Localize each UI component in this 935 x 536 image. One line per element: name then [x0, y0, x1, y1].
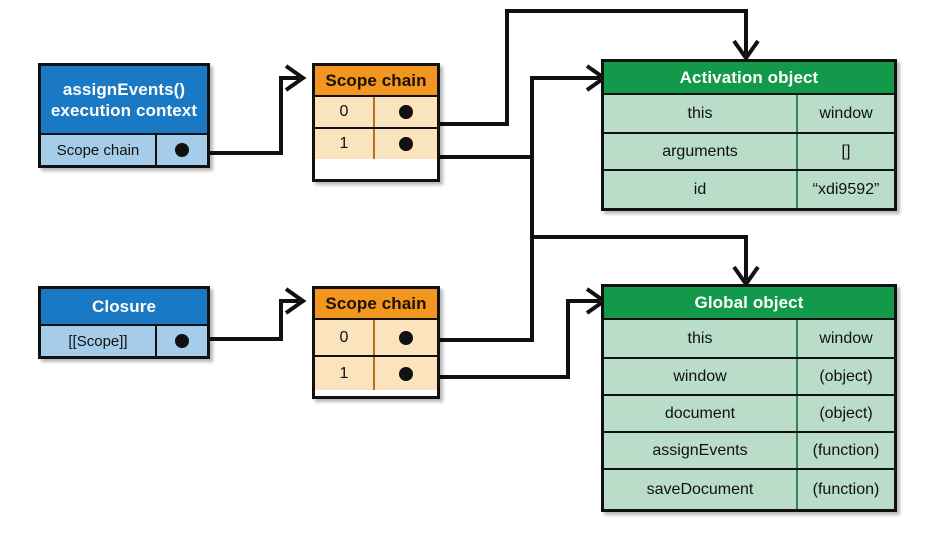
execution-context-title-line1: assignEvents() [62, 79, 186, 99]
activation-object-box: Activation object this window arguments … [601, 59, 897, 211]
edge-bottom1-to-global-left [404, 299, 600, 379]
arrowhead-scopechain-bottom [284, 287, 307, 315]
scope-chain-top-box: Scope chain 0 1 [312, 63, 440, 182]
execution-context-header: assignEvents() execution context [41, 66, 207, 135]
global-object-box: Global object this window window (object… [601, 284, 897, 512]
scope-chain-bottom-index-1: 1 [315, 357, 375, 390]
closure-row-pointer [157, 326, 207, 356]
scope-chain-top-pointer-1 [375, 129, 437, 159]
activation-object-key-this: this [604, 95, 798, 132]
arrowhead-scopechain-top [284, 64, 307, 92]
edge-top0-to-activation-top [404, 9, 748, 126]
scope-chain-top-pointer-0 [375, 97, 437, 127]
activation-object-header: Activation object [604, 62, 894, 95]
table-row: assignEvents (function) [604, 431, 894, 468]
closure-header: Closure [41, 289, 207, 326]
arrowhead-activation-top [732, 39, 760, 62]
table-row: saveDocument (function) [604, 468, 894, 509]
edge-closure-to-scopechain-bottom [187, 299, 299, 341]
scope-chain-top-header: Scope chain [315, 66, 437, 97]
scope-chain-top-index-1: 1 [315, 129, 375, 159]
global-object-value-window: (object) [819, 367, 873, 385]
edge-context-to-scopechain-top [187, 76, 299, 155]
table-row: arguments [] [604, 132, 894, 169]
table-row: id “xdi9592” [604, 169, 894, 208]
table-row: 0 [315, 320, 437, 355]
global-object-key-document: document [604, 396, 798, 431]
closure-box: Closure [[Scope]] [38, 286, 210, 359]
table-row: [[Scope]] [41, 326, 207, 356]
table-row: window (object) [604, 357, 894, 394]
pointer-dot-icon [399, 330, 413, 345]
table-row: 1 [315, 127, 437, 159]
activation-object-key-arguments: arguments [604, 134, 798, 169]
table-row: document (object) [604, 394, 894, 431]
pointer-dot-icon [399, 105, 413, 119]
scope-chain-bottom-box: Scope chain 0 1 [312, 286, 440, 399]
table-row: this window [604, 95, 894, 132]
global-object-value-this: window [819, 329, 873, 347]
global-object-header: Global object [604, 287, 894, 320]
global-object-value-assignEvents: (function) [812, 441, 880, 459]
pointer-dot-icon [399, 137, 413, 151]
activation-object-value-this: window [819, 104, 873, 122]
execution-context-row-key: Scope chain [41, 135, 157, 165]
scope-chain-bottom-pointer-1 [375, 357, 437, 390]
pointer-dot-icon [399, 366, 413, 381]
execution-context-title-line2: execution context [50, 100, 198, 120]
global-object-key-saveDocument: saveDocument [604, 470, 798, 509]
activation-object-value-arguments: [] [841, 142, 851, 160]
global-object-key-assignEvents: assignEvents [604, 433, 798, 468]
table-row: this window [604, 320, 894, 357]
scope-chain-bottom-header: Scope chain [315, 289, 437, 320]
table-row: 0 [315, 97, 437, 127]
global-object-value-saveDocument: (function) [812, 480, 880, 498]
pointer-dot-icon [175, 143, 189, 157]
global-object-value-document: (object) [819, 404, 873, 422]
global-object-key-this: this [604, 320, 798, 357]
table-row: Scope chain [41, 135, 207, 165]
scope-chain-top-index-0: 0 [315, 97, 375, 127]
activation-object-value-id: “xdi9592” [812, 180, 880, 198]
pointer-dot-icon [175, 334, 189, 348]
closure-row-key: [[Scope]] [41, 326, 157, 356]
activation-object-key-id: id [604, 171, 798, 208]
global-object-key-window: window [604, 359, 798, 394]
scope-chain-bottom-pointer-0 [375, 320, 437, 355]
execution-context-row-pointer [157, 135, 207, 165]
edge-bottom0-to-activation-left [404, 76, 600, 342]
scope-chain-bottom-index-0: 0 [315, 320, 375, 355]
execution-context-box: assignEvents() execution context Scope c… [38, 63, 210, 168]
table-row: 1 [315, 355, 437, 390]
